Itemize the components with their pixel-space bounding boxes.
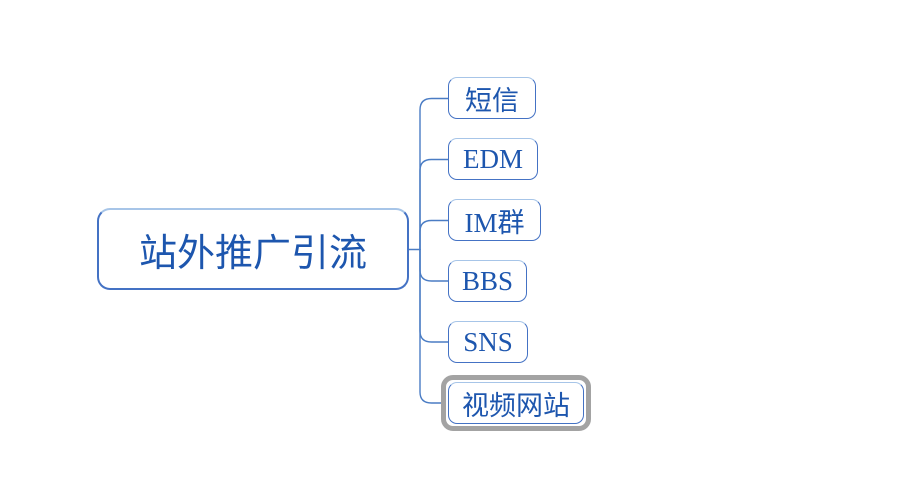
child-node-label: EDM — [463, 143, 523, 174]
child-node-sms[interactable]: 短信 — [448, 77, 536, 119]
root-node-label: 站外推广引流 — [138, 232, 367, 275]
child-node-video-sites-selected[interactable]: 视频网站 — [448, 382, 584, 424]
child-node-label: IM群 — [464, 207, 525, 238]
child-node-label: SNS — [463, 326, 513, 357]
child-node-edm[interactable]: EDM — [448, 138, 538, 180]
child-node-label: 短信 — [465, 85, 519, 116]
connector-branch-4 — [419, 248, 449, 343]
connector-branch-0 — [419, 97, 449, 251]
child-node-bbs[interactable]: BBS — [448, 260, 527, 302]
selection-ring: 视频网站 — [441, 375, 591, 431]
connector-branch-2 — [419, 219, 449, 251]
connector-branch-3 — [419, 248, 449, 282]
child-node-sns[interactable]: SNS — [448, 321, 528, 363]
root-node[interactable]: 站外推广引流 — [97, 208, 409, 290]
connector-branch-1 — [419, 158, 449, 251]
child-node-im-group[interactable]: IM群 — [448, 199, 541, 241]
child-node-label: BBS — [461, 265, 514, 296]
child-node-label: 视频网站 — [462, 390, 570, 421]
connector-branch-5 — [419, 248, 442, 404]
